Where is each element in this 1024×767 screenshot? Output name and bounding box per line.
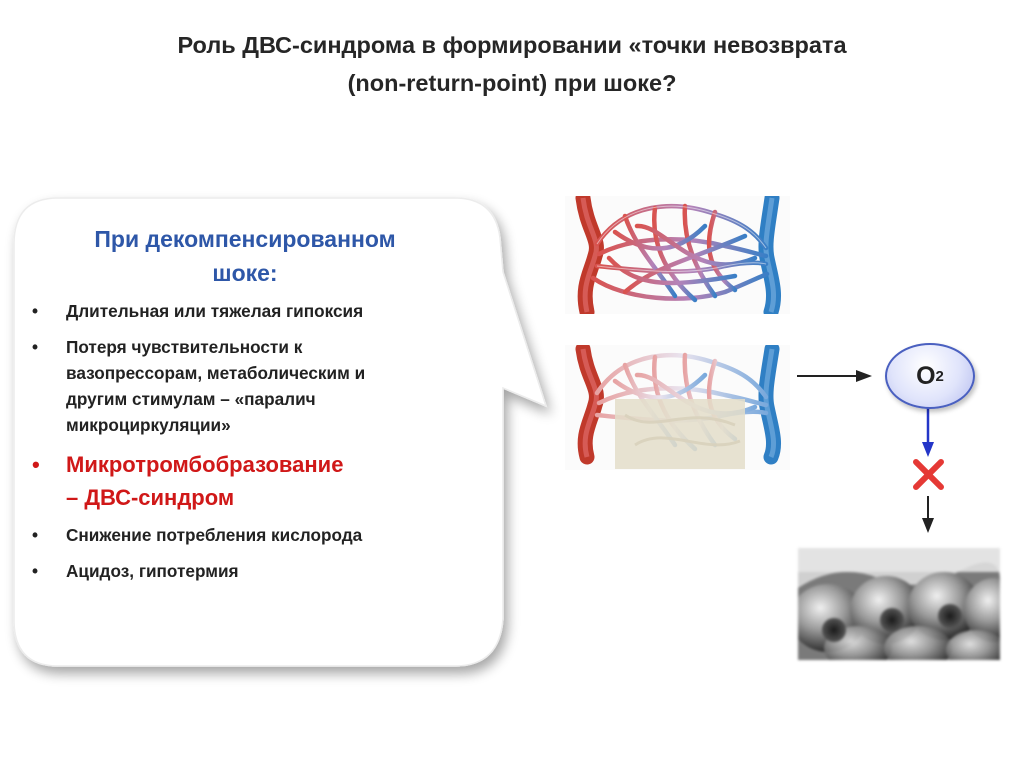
- callout-heading-line-2: шоке:: [212, 260, 278, 286]
- normal-capillary-bed-icon: [565, 196, 790, 314]
- title-line-2: (non-return-point) при шоке?: [347, 70, 677, 96]
- list-item-line: – ДВС-синдром: [66, 485, 235, 510]
- list-item-line: Длительная или тяжелая гипоксия: [66, 301, 364, 321]
- list-item-highlighted: • Микротромбобразование – ДВС-синдром: [26, 448, 464, 514]
- oxygen-subscript: 2: [935, 367, 944, 385]
- list-item: • Потеря чувствительности к вазопрессора…: [26, 334, 464, 438]
- list-item-line: другим стимулам – «паралич: [66, 389, 316, 409]
- blocked-capillary-bed-icon: [565, 345, 790, 470]
- list-item: • Снижение потребления кислорода: [26, 522, 464, 548]
- list-item-line: Потеря чувствительности к: [66, 337, 303, 357]
- bullet-list: • Длительная или тяжелая гипоксия • Поте…: [26, 298, 464, 584]
- callout-content: При декомпенсированном шоке: • Длительна…: [26, 222, 464, 594]
- bullet-icon: •: [32, 525, 39, 545]
- list-item: • Ацидоз, гипотермия: [26, 558, 464, 584]
- callout-heading: При декомпенсированном шоке:: [26, 222, 464, 290]
- cross-icon: [913, 459, 944, 490]
- bullet-icon: •: [32, 301, 39, 321]
- list-item-line: Снижение потребления кислорода: [66, 525, 363, 545]
- arrow-down-icon: [922, 496, 934, 533]
- list-item: • Длительная или тяжелая гипоксия: [26, 298, 464, 324]
- list-item-line: Ацидоз, гипотермия: [66, 561, 239, 581]
- clot-overlay: [615, 399, 745, 469]
- list-item-line: вазопрессорам, метаболическим и: [66, 363, 366, 383]
- title-line-1: Роль ДВС-синдрома в формировании «точки …: [177, 32, 847, 58]
- tissue-cells-icon: [798, 548, 1000, 660]
- list-item-line: Микротромбобразование: [66, 452, 344, 477]
- page-title: Роль ДВС-синдрома в формировании «точки …: [40, 26, 984, 102]
- oxygen-label: O: [916, 361, 936, 390]
- callout-heading-line-1: При декомпенсированном: [94, 226, 396, 252]
- bullet-icon: •: [32, 452, 40, 477]
- bullet-icon: •: [32, 337, 39, 357]
- bullet-icon: •: [32, 561, 39, 581]
- list-item-line: микроциркуляции»: [66, 415, 231, 435]
- arrow-down-icon: [922, 406, 934, 457]
- arrow-right-icon: [797, 370, 872, 382]
